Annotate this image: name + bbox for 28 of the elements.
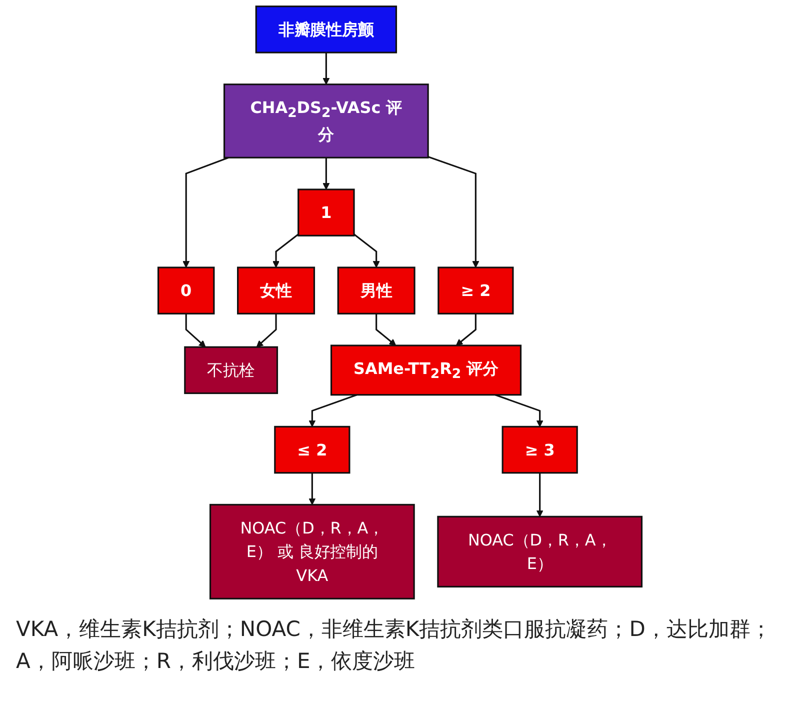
arrow (182, 156, 229, 268)
node-box: 0 (157, 266, 215, 314)
arrow (536, 472, 544, 517)
node-box: ≤ 2 (274, 426, 350, 474)
arrow (322, 52, 330, 85)
arrow (494, 394, 544, 427)
footnote: VKA，维生素K拮抗剂；NOAC，非维生素K拮抗剂类口服抗凝药；D，达比加群；A，阿哌沙班；R，利伐沙班；E，依度沙班 (16, 616, 772, 674)
node-box: 不抗栓 (184, 346, 278, 394)
node-box: SAMe-TT$_{2}$R$_{2}$ 评分 (330, 344, 522, 396)
arrow (308, 472, 316, 506)
node-box: NOAC（D，R，A，E） 或 良好控制的VKA (209, 504, 415, 600)
node-box: 非瓣膜性房颤 (255, 6, 398, 54)
node-box: 1 (298, 188, 355, 236)
arrow (308, 394, 358, 427)
arrow (428, 156, 480, 268)
arrow (322, 158, 330, 190)
node-box: 男性 (337, 266, 416, 314)
node-box: CHA$_{2}$DS$_{2}$-VASc 评分 (223, 84, 429, 158)
arrow (456, 314, 476, 346)
node-box: NOAC（D，R，A，E） (437, 516, 643, 588)
arrow (256, 314, 277, 348)
arrow (354, 234, 380, 268)
arrow (185, 314, 206, 348)
arrow (376, 314, 396, 346)
node-box: ≥ 3 (502, 426, 578, 474)
node-box: 女性 (237, 266, 316, 314)
node-box: ≥ 2 (438, 266, 514, 314)
arrow (272, 234, 299, 268)
